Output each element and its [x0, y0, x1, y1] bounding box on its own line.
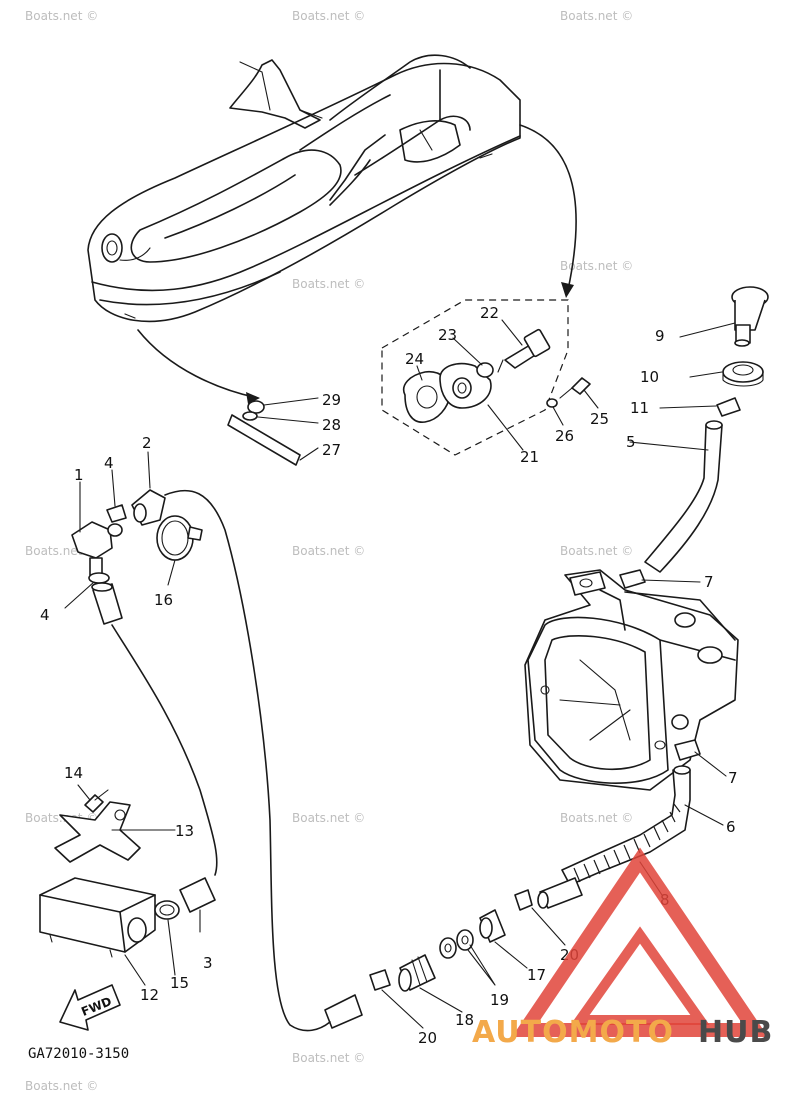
- clamp-16: [156, 515, 203, 561]
- clamp-20-upper: [514, 889, 533, 911]
- watermark: Boats.net ©: [292, 1051, 365, 1065]
- fwd-direction-arrow: FWD: [59, 984, 121, 1031]
- callout-18: 18: [455, 1011, 474, 1029]
- nut-10: [722, 361, 764, 387]
- callout-26: 26: [555, 427, 574, 445]
- callout-5: 5: [626, 433, 636, 451]
- callout-labels: 1 2 3 4 4 5 6 7 7 8 9 10 11 12 13 14 15 …: [40, 304, 738, 1047]
- callout-27: 27: [322, 441, 341, 459]
- callout-15: 15: [170, 974, 189, 992]
- watermark: Boats.net ©: [292, 277, 365, 291]
- callout-1: 1: [74, 466, 84, 484]
- washer-19b: [439, 937, 457, 959]
- clamp-4-upper: [106, 504, 127, 523]
- clamp-11: [716, 397, 741, 417]
- watercraft-hull: [87, 54, 521, 323]
- bracket-27-29: [227, 400, 301, 466]
- logo-text-hub: HUB: [698, 1015, 773, 1050]
- callout-16: 16: [154, 591, 173, 609]
- clamp-7-upper: [619, 569, 646, 589]
- arrow-to-bracket: [137, 329, 259, 399]
- callout-2: 2: [142, 434, 152, 452]
- callout-29: 29: [322, 391, 341, 409]
- callout-25: 25: [590, 410, 609, 428]
- watermark: Boats.net ©: [560, 9, 633, 23]
- callout-10: 10: [640, 368, 659, 386]
- clamp-15: [154, 900, 180, 920]
- callout-20-lower: 20: [418, 1029, 437, 1047]
- logo-text-automoto: AUTOMOTO: [472, 1015, 674, 1050]
- callout-24: 24: [405, 350, 424, 368]
- brand-logo: AUTOMOTO HUB: [472, 847, 773, 1050]
- box-12: [39, 877, 156, 958]
- callout-22: 22: [480, 304, 499, 322]
- watermarks: Boats.net © Boats.net © Boats.net © Boat…: [25, 9, 633, 1093]
- drawing-code: GA72010-3150: [28, 1046, 129, 1062]
- callout-7-lower: 7: [728, 769, 738, 787]
- jet-pump-housing: [524, 569, 739, 791]
- watermark: Boats.net ©: [560, 811, 633, 825]
- callout-12: 12: [140, 986, 159, 1004]
- hose-sleeve: [324, 994, 363, 1029]
- callout-3: 3: [203, 954, 213, 972]
- watermark: Boats.net ©: [25, 1079, 98, 1093]
- arrow-head: [246, 392, 260, 404]
- long-hose-inner: [111, 624, 218, 876]
- long-hose-outer: [164, 489, 331, 1032]
- fitting-17: [479, 909, 506, 943]
- watermark: Boats.net ©: [292, 544, 365, 558]
- callout-19: 19: [490, 991, 509, 1009]
- callout-21: 21: [520, 448, 539, 466]
- callout-7-upper: 7: [704, 573, 714, 591]
- watermark: Boats.net ©: [560, 544, 633, 558]
- arrow-to-detail: [519, 124, 577, 291]
- callout-6: 6: [726, 818, 736, 836]
- elbow-fitting-1: [71, 521, 123, 576]
- detail-group-box: [381, 299, 591, 456]
- washer-19a: [456, 929, 474, 951]
- clamp-20-lower: [369, 969, 391, 991]
- sleeve-3: [179, 877, 216, 913]
- watermark: Boats.net ©: [292, 811, 365, 825]
- arrow-head: [561, 282, 574, 298]
- callout-13: 13: [175, 822, 194, 840]
- bracket-13: [54, 801, 141, 863]
- clamp-7-lower: [674, 739, 701, 761]
- callout-9: 9: [655, 327, 665, 345]
- watermark: Boats.net ©: [292, 9, 365, 23]
- screw-14: [84, 789, 109, 813]
- callout-4-lower: 4: [40, 606, 50, 624]
- check-valve-18: [398, 954, 436, 992]
- hose-5: [644, 424, 723, 573]
- clamp-4-lower: [88, 572, 110, 584]
- callout-11: 11: [630, 399, 649, 417]
- watermark: Boats.net ©: [560, 259, 633, 273]
- callout-4-upper: 4: [104, 454, 114, 472]
- callout-23: 23: [438, 326, 457, 344]
- callout-28: 28: [322, 416, 341, 434]
- drain-plug-9: [731, 286, 769, 347]
- watermark: Boats.net ©: [25, 9, 98, 23]
- callout-17: 17: [527, 966, 546, 984]
- callout-14: 14: [64, 764, 83, 782]
